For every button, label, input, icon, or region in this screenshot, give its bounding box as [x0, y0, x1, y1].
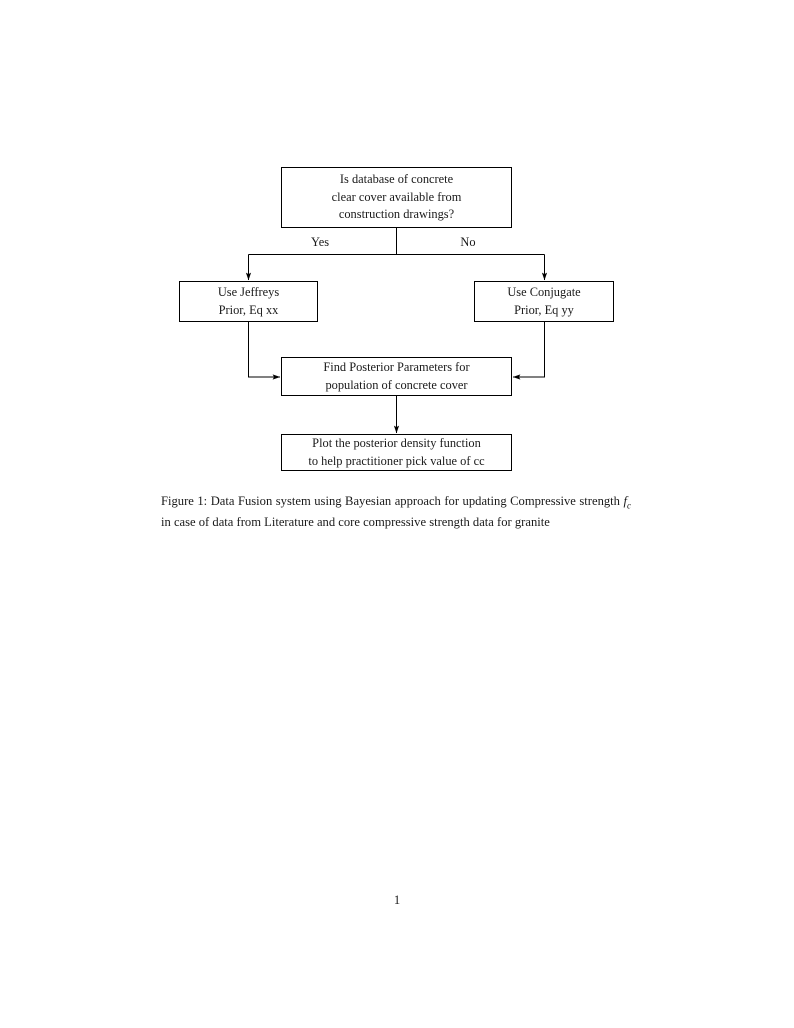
caption-text-after: in case of data from Literature and core…	[161, 515, 550, 530]
caption-math-symbol: fc	[623, 494, 631, 511]
decision-line-2: clear cover available from	[331, 189, 462, 204]
posterior-line-2: population of concrete cover	[325, 377, 468, 392]
edge-conjugate-to-posterior	[512, 322, 545, 380]
plot-line-2: to help practitioner pick value of cc	[308, 453, 485, 468]
flowchart-node-conjugate-prior: Use Conjugate Prior, Eq yy	[474, 281, 614, 322]
edge-label-no: No	[460, 235, 476, 249]
page-number: 1	[393, 893, 401, 907]
posterior-line-1: Find Posterior Parameters for	[323, 359, 470, 374]
decision-line-1: Is database of concrete	[339, 171, 454, 186]
flowchart-node-jeffreys-prior: Use Jeffreys Prior, Eq xx	[179, 281, 318, 322]
flowchart-node-find-posterior: Find Posterior Parameters for population…	[281, 357, 512, 396]
caption-text-before: Data Fusion system using Bayesian approa…	[207, 494, 624, 508]
conjugate-line-1: Use Conjugate	[507, 284, 581, 299]
caption-symbol-subscript: c	[626, 500, 631, 511]
conjugate-line-2: Prior, Eq yy	[514, 302, 574, 317]
figure-flowchart: Is database of concrete clear cover avai…	[0, 0, 794, 490]
caption-symbol-base: f	[623, 494, 627, 508]
jeffreys-line-1: Use Jeffreys	[217, 284, 280, 299]
figure-caption: Figure 1: Data Fusion system using Bayes…	[161, 492, 631, 532]
edge-label-yes: Yes	[310, 235, 330, 249]
decision-line-3: construction drawings?	[338, 207, 455, 222]
flowchart-node-decision: Is database of concrete clear cover avai…	[281, 167, 512, 228]
flowchart-node-plot-density: Plot the posterior density function to h…	[281, 434, 512, 471]
edge-jeffreys-to-posterior	[248, 322, 281, 380]
plot-line-1: Plot the posterior density function	[312, 435, 481, 450]
caption-label: Figure 1:	[161, 494, 208, 508]
jeffreys-line-2: Prior, Eq xx	[218, 302, 279, 317]
